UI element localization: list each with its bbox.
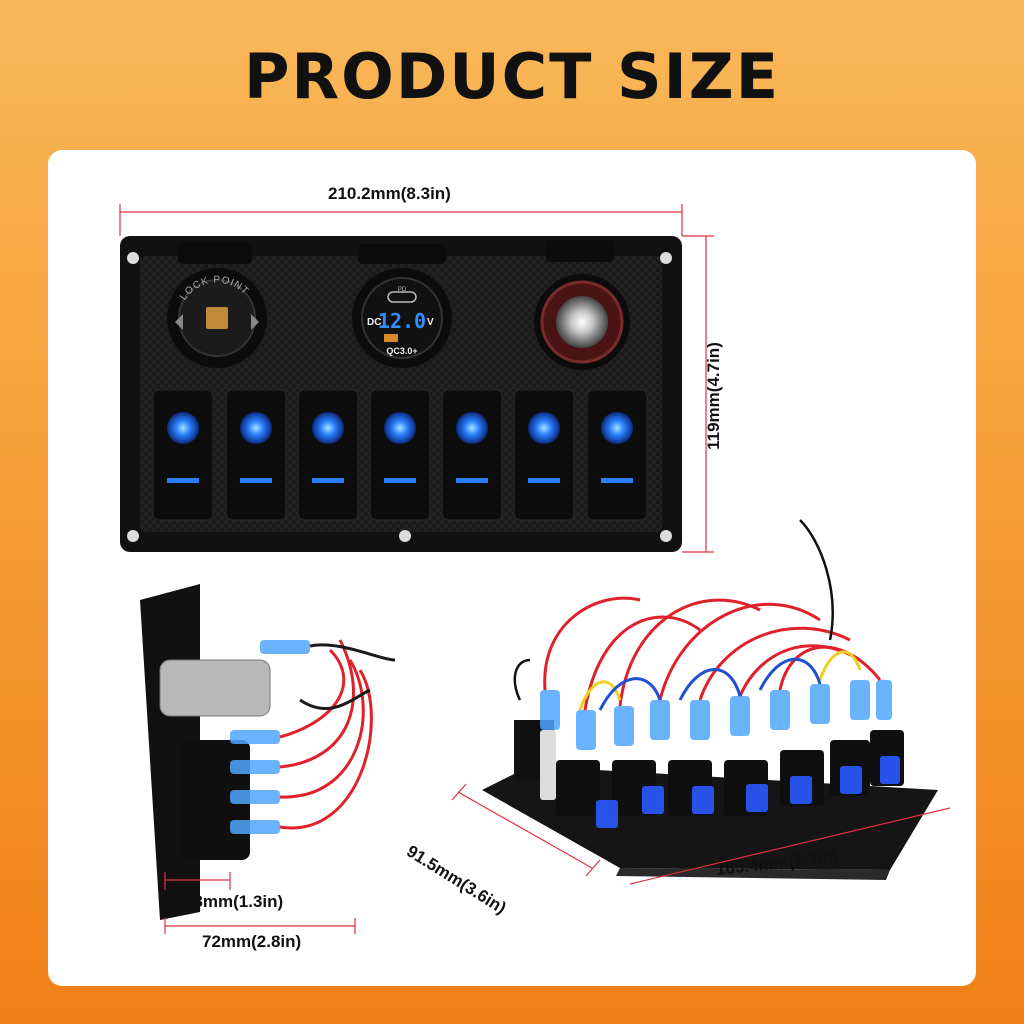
- mount-hole: [660, 252, 672, 264]
- mount-hole: [127, 530, 139, 542]
- rocker-switch[interactable]: [225, 389, 287, 521]
- side-view: [140, 584, 396, 920]
- dimension-height: 119mm(4.7in): [703, 342, 723, 450]
- dimension-lines-side: [164, 872, 356, 934]
- arrow-icon: [175, 314, 183, 330]
- rocker-switch[interactable]: [369, 389, 431, 521]
- rocker-switch[interactable]: [441, 389, 503, 521]
- dimension-depth-outer: 72mm(2.8in): [202, 932, 302, 951]
- rocker-switch[interactable]: [152, 389, 214, 521]
- qc-label: QC3.0+: [386, 346, 417, 356]
- rocker-switch[interactable]: [297, 389, 359, 521]
- pd-label: PD: [398, 287, 407, 293]
- usb-voltmeter: PD DC 12.0 V QC3.0+: [352, 268, 452, 368]
- dimension-width: 210.2mm(8.3in): [328, 184, 451, 203]
- usb-a-port: [384, 334, 398, 342]
- page-title: PRODUCT SIZE: [243, 40, 781, 113]
- dimension-depth-inner: 33mm(1.3in): [184, 892, 284, 911]
- rocker-switch[interactable]: [586, 389, 648, 521]
- dimension-lines-front: [119, 204, 714, 553]
- voltage-display: 12.0: [378, 309, 426, 333]
- lighter-body: [159, 659, 271, 717]
- rocker-switches: [152, 389, 648, 521]
- lock-socket: LOCK POINT: [167, 268, 267, 368]
- mount-hole: [660, 530, 672, 542]
- cigarette-lighter: [534, 274, 630, 370]
- iso-view: [482, 519, 938, 880]
- usb-c-port: [387, 291, 417, 303]
- mount-hole: [399, 530, 411, 542]
- rocker-switch[interactable]: [513, 389, 575, 521]
- dimension-lines-iso: [451, 783, 951, 885]
- iso-switches: [556, 730, 904, 828]
- dc-label: DC: [367, 317, 381, 328]
- volt-suffix: V: [427, 317, 434, 328]
- mount-hole: [127, 252, 139, 264]
- arrow-icon: [251, 314, 259, 330]
- front-panel: LOCK POINT PD DC 12.0 V QC3.0+: [120, 236, 682, 552]
